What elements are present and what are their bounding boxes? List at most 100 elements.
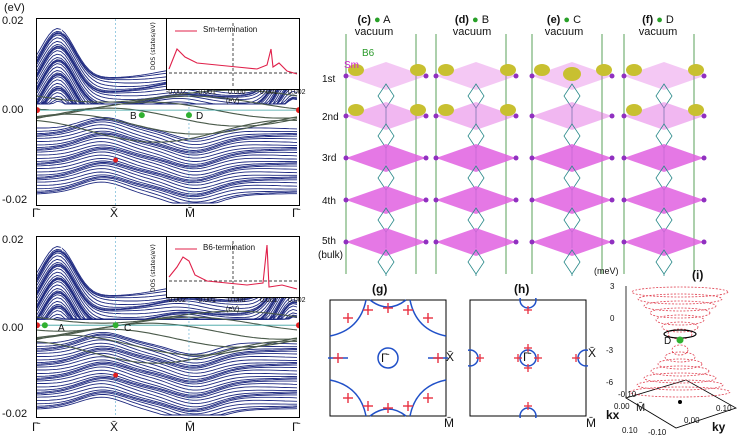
sm-layer-plane	[624, 228, 704, 256]
upper-cone-ring	[631, 286, 729, 298]
band-line-upper	[37, 45, 298, 97]
inset-xtick-a-0: -0.002	[166, 89, 186, 96]
sm-atom	[529, 197, 535, 203]
panel-label-g: (g)	[372, 282, 388, 296]
lower-cone-ring	[664, 351, 696, 363]
band-line-lower	[37, 116, 298, 140]
surface-band	[37, 310, 298, 324]
orbital-blob	[500, 104, 516, 116]
layer-label-3: 3rd	[322, 153, 337, 164]
orbital-blob	[348, 64, 364, 76]
panel-label-h: (h)	[514, 282, 530, 296]
col-head-f: (f) ● D vacuum	[622, 14, 694, 38]
sm-atom	[423, 73, 429, 79]
lower-cone-ring	[671, 344, 689, 356]
col-point-c: A	[383, 14, 391, 26]
band-line-lower	[37, 348, 298, 374]
sm-atom	[423, 197, 429, 203]
sm-atom	[343, 113, 349, 119]
sm-atom	[609, 73, 615, 79]
band-line-lower	[37, 181, 297, 204]
orbital-blob	[410, 64, 426, 76]
col-head-d: (d) ● B vacuum	[436, 14, 508, 38]
green-point-d	[185, 112, 192, 119]
band-line-lower	[37, 383, 297, 410]
ztick-i-0: 3	[610, 282, 615, 291]
green-point-b	[138, 112, 145, 119]
band-line-lower	[37, 366, 298, 394]
sm-atom	[433, 197, 439, 203]
dos-curve	[168, 244, 298, 290]
sm-layer-plane	[346, 62, 426, 90]
band-line-lower	[37, 119, 298, 146]
m-label-g: M̄	[444, 416, 454, 430]
sm-atom	[701, 113, 707, 119]
band-line-lower	[37, 160, 298, 184]
upper-cone-ring	[637, 293, 723, 305]
band-line-lower	[37, 158, 298, 182]
band-line-lower	[37, 127, 298, 153]
ky-tick-2: 0.10	[716, 404, 732, 413]
ky-label: ky	[712, 420, 726, 434]
sm-layer-plane	[532, 102, 612, 130]
inset-xtick-a-4: 0.002	[288, 89, 306, 96]
band-line-upper	[37, 263, 298, 315]
sm-layer-plane	[346, 228, 426, 256]
fermi-contour-h	[468, 298, 588, 418]
sm-layer-plane	[346, 186, 426, 214]
layer-label-4: 4th	[322, 196, 336, 207]
sm-layer-plane	[624, 186, 704, 214]
band-line-lower	[37, 356, 298, 382]
m-pocket	[409, 299, 447, 337]
sm-atom	[343, 239, 349, 245]
orbital-blob	[688, 104, 704, 116]
sm-layer-plane	[436, 144, 516, 172]
sm-atom	[701, 73, 707, 79]
sm-atom	[513, 197, 519, 203]
band-line-lower	[37, 386, 298, 411]
red-marker	[296, 322, 299, 329]
m-pocket	[329, 299, 367, 337]
inset-xtick-b-2: 0.000	[228, 297, 246, 304]
band-line-lower	[37, 146, 298, 170]
band-line-lower	[37, 393, 298, 416]
band-line-lower	[37, 171, 298, 196]
sm-layer-plane	[624, 144, 704, 172]
ytick-a-mid: 0.00	[2, 104, 24, 116]
col-head-e: (e) ● C vacuum	[528, 14, 600, 38]
sm-atom	[621, 73, 627, 79]
band-line-lower	[37, 174, 298, 198]
green-point-c	[112, 322, 119, 329]
col-point-f: D	[665, 14, 674, 26]
inset-xlabel-b: (eV)	[226, 306, 240, 313]
green-dot-icon: ●	[656, 14, 663, 26]
band-line-upper	[37, 98, 298, 105]
sm-layer-plane	[532, 144, 612, 172]
upper-cone-ring	[667, 328, 693, 340]
point-label-a: A	[58, 323, 65, 334]
ky-tick-0: -0.10	[648, 428, 667, 437]
col-sub-e: vacuum	[544, 26, 584, 38]
band-line-lower	[37, 176, 297, 200]
bz-frame	[469, 299, 587, 417]
orbital-blob	[534, 64, 550, 76]
red-marker	[113, 372, 119, 378]
band-line-upper	[37, 265, 298, 318]
dos-curve-a	[168, 23, 299, 87]
xtick-b-1: X̄	[110, 420, 119, 434]
band-line-lower	[37, 392, 298, 416]
sm-atom	[609, 155, 615, 161]
sm-atom	[343, 197, 349, 203]
orbital-blob	[438, 64, 454, 76]
surface-band	[37, 89, 298, 103]
sm-layer-plane	[436, 186, 516, 214]
sm-layer-plane	[624, 62, 704, 90]
ztick-i-1: 0	[610, 314, 615, 323]
band-line-upper	[37, 258, 298, 310]
ytick-b-bot: -0.02	[2, 408, 28, 420]
m-point-marker	[678, 400, 682, 404]
xtick-b-2: M̄	[185, 420, 195, 434]
sm-atom	[423, 113, 429, 119]
sm-layer-plane	[346, 144, 426, 172]
band-line-lower	[37, 151, 297, 179]
